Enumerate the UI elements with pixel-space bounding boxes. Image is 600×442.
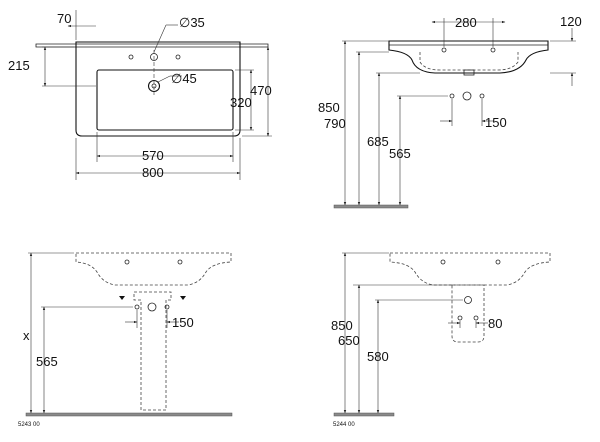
semi-pedestal-dim-80: 80 (488, 316, 502, 331)
side-basin-profile (388, 40, 549, 74)
top-dim-70: 70 (57, 11, 71, 26)
side-dim-565: 565 (389, 146, 411, 161)
pedestal-column (133, 291, 172, 411)
pedestal-dim-565: 565 (36, 354, 58, 369)
top-inner-bowl (96, 69, 234, 131)
semi-pedestal-floor (333, 412, 395, 417)
top-view: 70 ∅35 215 ∅45 320 470 570 800 (8, 10, 272, 180)
pedestal-floor (25, 412, 233, 417)
pedestal-dim-150: 150 (172, 315, 194, 330)
semi-pedestal-code: 5244 00 (333, 422, 355, 428)
top-counter-plate (35, 43, 269, 48)
pedestal-code: 5243 00 (18, 422, 40, 428)
top-dim-215: 215 (8, 58, 30, 73)
semi-pedestal-dim-580: 580 (367, 349, 389, 364)
pedestal-view: 150 x 565 5243 00 (18, 252, 233, 428)
top-basin-outline (75, 41, 241, 137)
top-dim-320: 320 (230, 95, 252, 110)
semi-pedestal-view: 80 850 650 580 5244 00 (331, 252, 551, 428)
semi-pedestal-basin-outline (389, 252, 551, 286)
semi-pedestal-dim-850: 850 (331, 318, 353, 333)
side-dim-150: 150 (485, 115, 507, 130)
top-dim-470: 470 (250, 83, 272, 98)
top-dim-dia35: ∅35 (179, 15, 205, 30)
side-view: 280 120 850 790 685 565 150 (318, 14, 582, 209)
side-dim-280: 280 (455, 15, 477, 30)
top-dim-800: 800 (142, 165, 164, 180)
top-tap-hole-left (128, 54, 134, 60)
top-dim-570: 570 (142, 148, 164, 163)
side-dim-850: 850 (318, 100, 340, 115)
pedestal-basin-outline (75, 252, 232, 286)
pedestal-dim-x: x (23, 328, 30, 343)
side-dim-790: 790 (324, 116, 346, 131)
top-dim-dia45: ∅45 (171, 71, 197, 86)
semi-pedestal-dim-650: 650 (338, 333, 360, 348)
side-floor (333, 204, 409, 209)
side-dim-120: 120 (560, 14, 582, 29)
semi-pedestal-body (451, 284, 485, 343)
top-tap-hole-right (175, 54, 181, 60)
side-dim-685: 685 (367, 134, 389, 149)
